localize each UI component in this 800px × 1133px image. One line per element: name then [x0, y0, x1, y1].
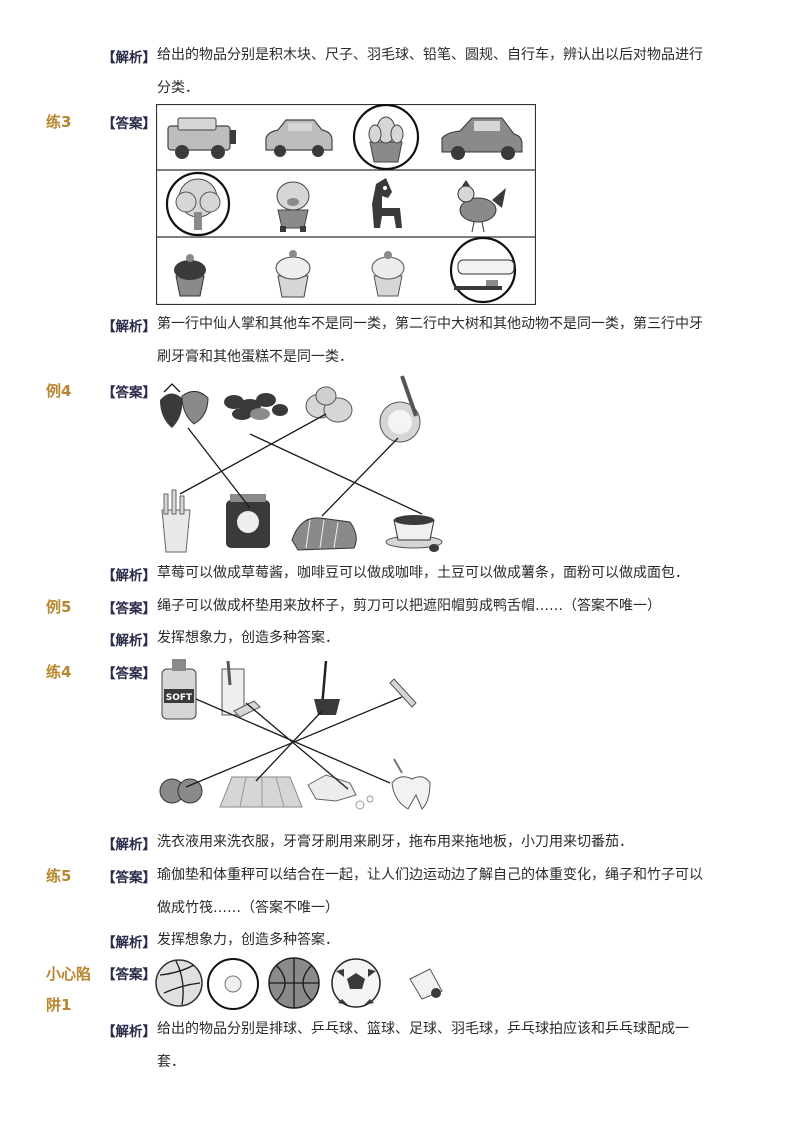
coffee-cup-icon	[385, 515, 443, 552]
tree-icon	[165, 171, 231, 237]
strawberry-icon	[160, 383, 209, 428]
car-icon	[265, 119, 333, 157]
basketball-icon	[268, 957, 320, 1009]
answer-tag: 【答案】	[102, 385, 156, 401]
matching-figure	[160, 375, 443, 553]
answer-text: 绳子可以做成杯垫用来放杯子，剪刀可以把遮阳帽剪成鸭舌帽……（答案不唯一）	[157, 598, 661, 614]
exercise-label: 练3	[46, 113, 72, 131]
tooth-icon	[391, 758, 431, 810]
analysis-tag: 【解析】	[102, 50, 156, 66]
matching-figure: SOFT	[159, 659, 431, 810]
answer-tag: 【答案】	[102, 116, 156, 132]
analysis-tag: 【解析】	[102, 837, 156, 853]
ping-pong-ball-icon	[207, 958, 259, 1010]
answer-tag: 【答案】	[102, 601, 156, 617]
cupcake-icon	[174, 254, 206, 297]
toothbrush-icon	[221, 660, 261, 718]
rooster-icon	[457, 180, 506, 233]
tomato-icon	[159, 778, 203, 804]
fries-icon	[161, 489, 191, 553]
example-label: 例5	[46, 598, 72, 616]
analysis-tag: 【解析】	[102, 319, 156, 335]
toothpaste-icon	[449, 236, 517, 304]
horse-icon	[372, 178, 402, 228]
cupcake-icon	[371, 251, 405, 297]
analysis-text: 发挥想象力，创造多种答案．	[157, 630, 339, 646]
analysis-text: 发挥想象力，创造多种答案．	[157, 932, 339, 948]
exercise-label: 练4	[46, 663, 72, 681]
example-label: 例4	[46, 382, 72, 400]
analysis-text: 第一行中仙人掌和其他车不是同一类，第二行中大树和其他动物不是同一类，第三行中牙	[157, 316, 703, 332]
knife-icon	[389, 678, 417, 708]
cupcake-icon	[275, 250, 311, 298]
mop-icon	[314, 660, 340, 715]
pig-icon	[276, 181, 310, 232]
classification-grid	[156, 104, 536, 305]
answer-tag: 【答案】	[102, 967, 156, 983]
analysis-text: 草莓可以做成草莓酱，咖啡豆可以做成咖啡，土豆可以做成薯条，面粉可以做成面包．	[157, 565, 689, 581]
soccer-ball-icon	[331, 958, 381, 1008]
potato-icon	[305, 386, 353, 423]
answer-text: 瑜伽垫和体重秤可以结合在一起，让人们边运动边了解自己的体重变化，绳子和竹子可以	[157, 867, 703, 883]
answer-tag: 【答案】	[102, 870, 156, 886]
flour-icon	[379, 375, 421, 443]
answer-text: 做成竹筏……（答案不唯一）	[157, 900, 339, 916]
floor-icon	[219, 776, 303, 808]
analysis-tag: 【解析】	[102, 568, 156, 584]
jeep-icon	[167, 117, 236, 159]
detergent-icon: SOFT	[161, 659, 197, 720]
bread-icon	[291, 517, 357, 551]
exercise-label: 练5	[46, 867, 72, 885]
analysis-text: 刷牙膏和其他蛋糕不是同一类．	[157, 349, 353, 365]
analysis-tag: 【解析】	[102, 1024, 156, 1040]
analysis-text: 洗衣液用来洗衣服，牙膏牙刷用来刷牙，拖布用来拖地板，小刀用来切番茄．	[157, 834, 633, 850]
balls-figure	[155, 957, 443, 1010]
shuttlecock-icon	[409, 968, 443, 1000]
trap-label: 阱1	[46, 996, 72, 1014]
coffee-beans-icon	[224, 393, 288, 420]
analysis-text: 给出的物品分别是排球、乒乓球、篮球、足球、羽毛球，乒乓球拍应该和乒乓球配成一	[157, 1021, 689, 1037]
analysis-tag: 【解析】	[102, 935, 156, 951]
analysis-text: 套．	[157, 1054, 185, 1070]
trap-label: 小心陷	[46, 965, 92, 983]
analysis-text: 分类．	[157, 80, 199, 96]
cactus-icon	[352, 104, 420, 171]
hatchback-icon	[441, 117, 523, 160]
analysis-tag: 【解析】	[102, 633, 156, 649]
jam-icon	[226, 494, 270, 548]
analysis-text: 给出的物品分别是积木块、尺子、羽毛球、铅笔、圆规、自行车，辨认出以后对物品进行	[157, 47, 703, 63]
clothes-icon	[307, 774, 374, 810]
volleyball-icon	[155, 959, 203, 1007]
detergent-label: SOFT	[166, 693, 193, 703]
answer-tag: 【答案】	[102, 666, 156, 682]
